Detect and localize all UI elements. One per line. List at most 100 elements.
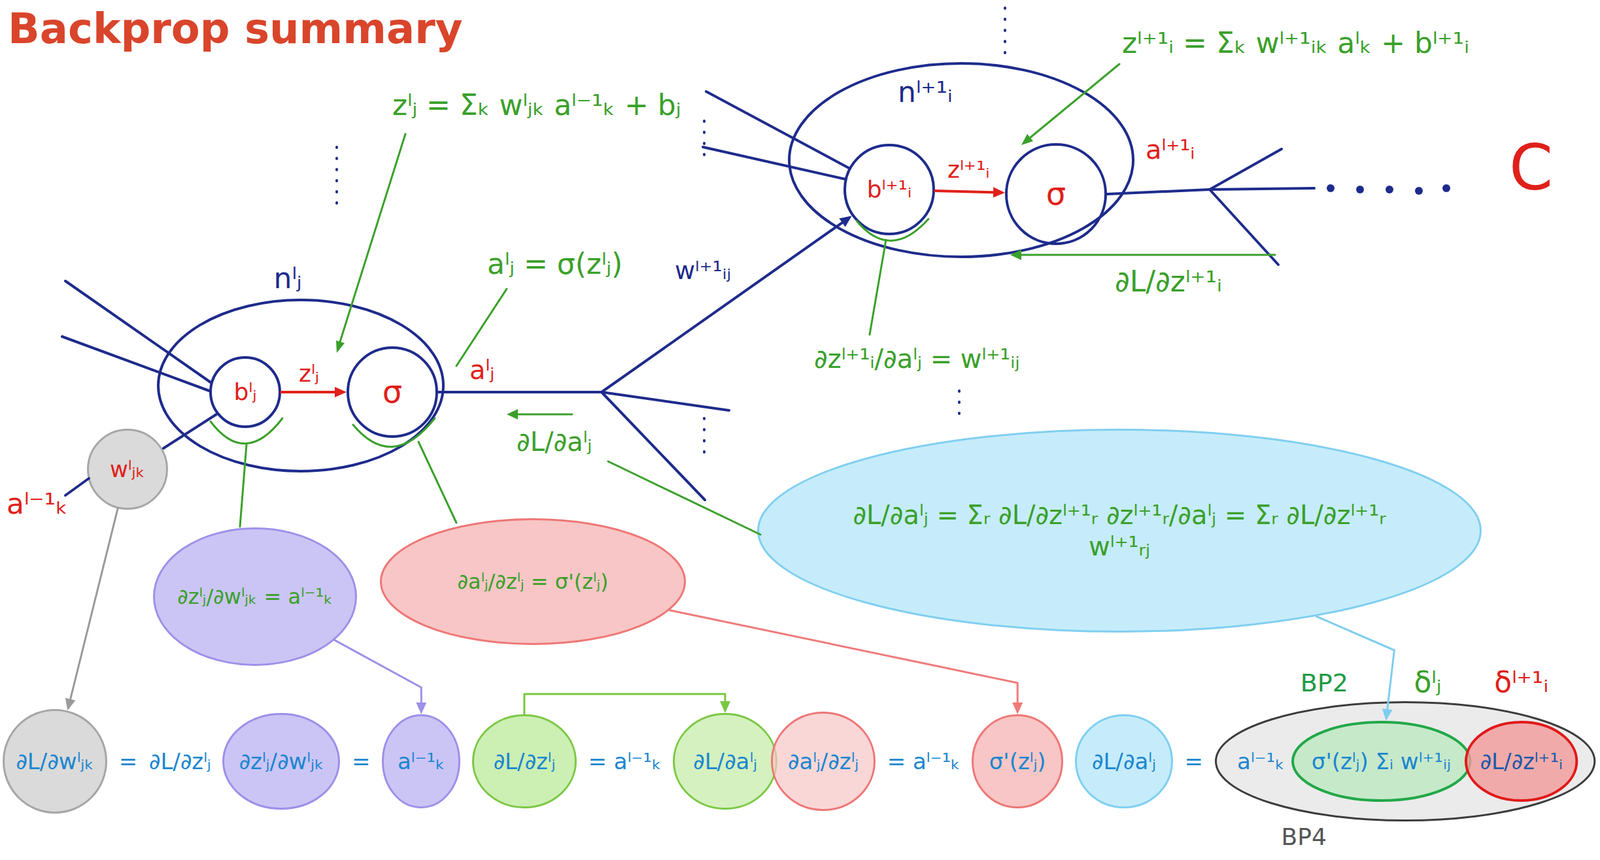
dot [1356, 185, 1364, 194]
dotted-line [702, 120, 706, 164]
arrowhead [838, 215, 852, 227]
formula-text: aˡ⁻¹ₖ [397, 748, 446, 776]
weight-circle-shape [88, 430, 168, 510]
input-wire [706, 91, 849, 169]
derivative-ellipse-shape [758, 430, 1481, 633]
input-wire [65, 478, 89, 496]
neuron-outline-shape [789, 63, 1134, 257]
formula-text: ∂zˡⱼ/∂wˡⱼₖ [238, 748, 324, 776]
chain-term: ∂L/∂zˡⱼ [149, 748, 212, 776]
chain-term-ellipse-shape [772, 713, 875, 811]
chain-term: = aˡ⁻¹ₖ [887, 748, 961, 776]
output-branch [1209, 149, 1282, 190]
leader-line [239, 444, 247, 528]
diagram-title: Backprop summary [7, 3, 463, 55]
chain-term-ellipse: ∂L/∂wˡⱼₖ [2, 709, 108, 815]
formula-label: zˡ⁺¹ᵢ = Σₖ wˡ⁺¹ᵢₖ aˡₖ + bˡ⁺¹ᵢ [1122, 26, 1470, 61]
weight-label: wˡⱼₖ [109, 456, 146, 484]
connector-line [69, 508, 118, 705]
dot [1385, 185, 1394, 194]
equation-tag: BP4 [1281, 823, 1327, 852]
connector-line [524, 694, 726, 715]
dotted-line [335, 147, 339, 210]
cost-label: C [1509, 130, 1553, 206]
chain-term-ellipse: ∂L/∂zˡⱼ [472, 714, 577, 809]
formula-text: ∂L/∂aˡⱼ [1091, 748, 1157, 776]
input-wire [702, 147, 845, 180]
equals-sign: = [1184, 748, 1204, 776]
arrowhead [506, 409, 518, 420]
chain-term-ellipse-shape [472, 715, 576, 809]
arrowhead [1021, 134, 1034, 146]
connector-line [438, 219, 847, 393]
gradient-label: ∂L/∂aˡⱼ [516, 426, 592, 458]
connector-label: zˡ⁺¹ᵢ [946, 155, 992, 184]
connector-line [669, 610, 1018, 709]
output-branch [1209, 189, 1279, 265]
formula-text: ∂L/∂zˡⱼ [493, 748, 556, 776]
output-branch [601, 392, 730, 411]
output-branch [1209, 188, 1315, 190]
formula-text: σ'(zˡⱼ) Σᵢ wˡ⁺¹ᵢⱼ [1311, 748, 1451, 776]
neuron-outline-shape [158, 300, 444, 472]
bias-label: bˡⱼ [233, 377, 257, 407]
equation-tag: BP2 [1300, 668, 1349, 699]
connector-label: zˡⱼ [297, 359, 321, 388]
chain-term-ellipse-shape [674, 714, 777, 810]
connector [334, 640, 427, 715]
derivative-ellipse-shape [154, 528, 357, 666]
chain-term-ellipse: aˡ⁻¹ₖ [381, 714, 461, 809]
bp4-ellipse: aˡ⁻¹ₖBP4BP2σ'(zˡⱼ) Σᵢ wˡ⁺¹ᵢⱼ∂L/∂zˡ⁺¹ᵢ [1214, 701, 1596, 822]
derivative-ellipse-outline [757, 428, 1482, 633]
gradient-label: ∂L/∂zˡ⁺¹ᵢ [1114, 264, 1223, 300]
signal-label: aˡ⁻¹ₖ [6, 487, 69, 522]
dot [1442, 184, 1451, 193]
dotted-lines [336, 7, 1005, 458]
chain-term-ellipse-shape [223, 714, 340, 810]
signal-label: aˡⱼ [469, 354, 495, 386]
connector-line [334, 640, 422, 709]
connector [669, 610, 1023, 715]
derivative-ellipse: ∂aˡⱼ/∂zˡⱼ = σ'(zˡⱼ) [379, 518, 686, 646]
formula-text: ∂L/∂zˡ⁺¹ᵢ [1479, 748, 1563, 776]
chain-term-ellipse: ∂L/∂aˡⱼ [1074, 714, 1174, 809]
weight-circle: wˡⱼₖ [86, 428, 169, 511]
connector [935, 187, 1005, 198]
activation-circle-shape [1006, 144, 1106, 244]
gradient-arrow [516, 413, 573, 416]
connector-line [281, 391, 341, 394]
leader-line [608, 461, 761, 535]
input-wire [62, 336, 210, 392]
arrowhead [993, 187, 1005, 198]
formula-text: ∂aˡⱼ/∂zˡⱼ [787, 748, 859, 776]
arrowhead [719, 701, 731, 714]
formula-text: σ'(zˡⱼ) [989, 748, 1047, 776]
signal-label: aˡ⁺¹ᵢ [1145, 134, 1195, 166]
formula-label: zˡⱼ = Σₖ wˡⱼₖ aˡ⁻¹ₖ + bⱼ [392, 88, 681, 123]
bracket-arc [210, 418, 283, 444]
chain-term-ellipse-shape [383, 715, 460, 809]
formula-text: ∂L/∂aˡⱼ [693, 748, 758, 776]
chain-term-ellipse: ∂aˡⱼ/∂zˡⱼ [770, 712, 876, 812]
bracket-arc [353, 418, 435, 448]
chain-term-ellipse: ∂zˡⱼ/∂wˡⱼₖ [222, 713, 341, 811]
chain-term-ellipse: σ'(zˡⱼ) [971, 714, 1064, 809]
connector [281, 387, 347, 398]
derivative-ellipse-shape [381, 519, 686, 645]
leader-line [456, 289, 507, 367]
connector-label: wˡ⁺¹ᵢⱼ [673, 256, 733, 287]
equals-sign: = [119, 748, 138, 776]
leader-line [418, 442, 457, 524]
chain-term-ellipse-shape [972, 715, 1063, 809]
green-arrowheads [336, 134, 1034, 420]
bias-circle-shape [210, 357, 280, 427]
dot [1326, 184, 1335, 193]
sigma-label: σ [382, 373, 403, 412]
formula-label: aˡⱼ = σ(zˡⱼ) [487, 247, 623, 282]
bias-label: bˡ⁺¹ᵢ [867, 175, 913, 204]
bias-circle-shape [844, 145, 934, 235]
activation-circle: σ [1004, 143, 1107, 246]
connector [438, 215, 852, 393]
formula-text: aˡ⁻¹ₖ [1237, 748, 1285, 776]
